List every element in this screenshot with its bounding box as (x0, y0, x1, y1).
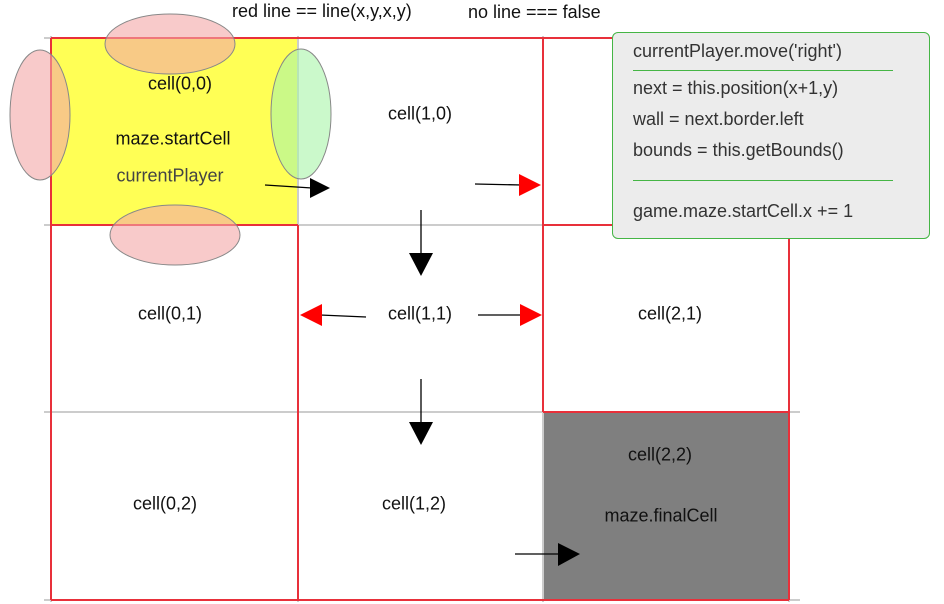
current-player-label: currentPlayer (116, 165, 224, 186)
cell-label-2-1: cell(2,1) (637, 303, 703, 324)
bottom-border-marker (109, 204, 241, 266)
code-line-next: next = this.position(x+1,y) (633, 78, 839, 98)
cell-label-0-2: cell(0,2) (132, 493, 198, 514)
maze-walls (50, 37, 790, 601)
arrow-red-right-middle (478, 304, 542, 326)
cell-label-0-0: cell(0,0) (147, 73, 213, 94)
code-callout: currentPlayer.move('right') next = this.… (612, 32, 930, 239)
code-line-move: currentPlayer.move('right') (633, 41, 842, 61)
cell-label-2-2: cell(2,2) (627, 444, 693, 465)
code-line-wall: wall = next.border.left (633, 109, 804, 129)
right-border-marker (270, 48, 332, 180)
arrow-down-to-cell-1-1 (409, 210, 433, 276)
code-separator-bottom (633, 180, 893, 181)
cell-label-1-1: cell(1,1) (387, 303, 453, 324)
code-line-bounds: bounds = this.getBounds() (633, 140, 844, 160)
arrow-player-right (264, 178, 330, 198)
arrow-red-left (300, 304, 367, 326)
start-cell-label: maze.startCell (115, 128, 231, 149)
left-border-marker (9, 49, 71, 181)
arrow-down-to-cell-1-2 (409, 379, 433, 445)
legend-red-line: red line == line(x,y,x,y) (232, 1, 412, 21)
top-border-marker (104, 13, 236, 75)
cell-label-1-2: cell(1,2) (381, 493, 447, 514)
code-line-increment: game.maze.startCell.x += 1 (633, 201, 854, 221)
cell-label-0-1: cell(0,1) (137, 303, 203, 324)
code-separator-top (633, 70, 893, 71)
cell-label-1-0: cell(1,0) (387, 103, 453, 124)
arrow-into-final-cell (515, 543, 580, 566)
final-cell-label: maze.finalCell (604, 505, 718, 526)
legend-no-line: no line === false (468, 2, 601, 22)
arrow-red-right-top (474, 174, 541, 196)
final-cell-fill (543, 412, 789, 600)
